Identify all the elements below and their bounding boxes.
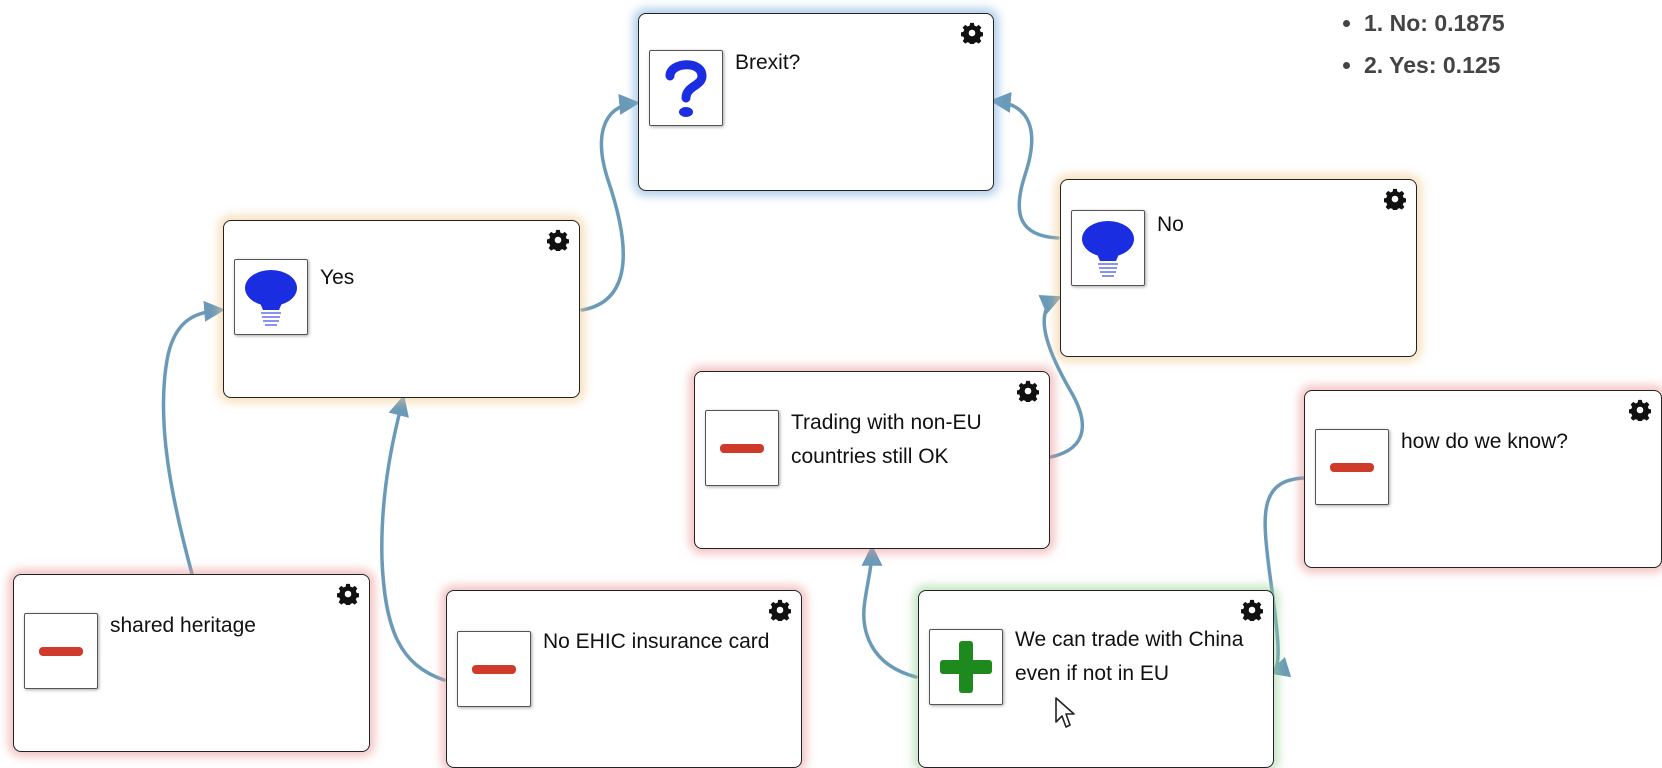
gear-icon[interactable] [547, 229, 569, 251]
lightbulb-icon[interactable] [234, 259, 308, 335]
score-label: No [1389, 10, 1421, 36]
edge-china-to-trading[interactable] [861, 544, 918, 679]
node-no-ehic[interactable]: No EHIC insurance card [446, 590, 802, 768]
node-label: Yes [320, 266, 355, 289]
question-icon[interactable] [649, 50, 723, 126]
score-label: Yes [1389, 52, 1429, 78]
score-item: 2. Yes: 0.125 [1364, 44, 1505, 86]
gear-icon[interactable] [1629, 399, 1651, 421]
edge-shared-heritage-to-yes[interactable] [161, 300, 226, 576]
gear-icon[interactable] [1241, 599, 1263, 621]
node-brexit[interactable]: Brexit? [638, 13, 994, 191]
minus-icon[interactable] [1315, 429, 1389, 505]
node-label: Brexit? [735, 51, 801, 74]
node-shared-heritage[interactable]: shared heritage [13, 574, 370, 752]
node-trade-with-china[interactable]: We can trade with China even if not in E… [918, 590, 1274, 768]
node-label: We can trade with China even if not in E… [1015, 628, 1244, 685]
minus-icon[interactable] [24, 613, 98, 689]
score-rank: 2. [1364, 52, 1384, 78]
score-item: 1. No: 0.1875 [1364, 2, 1505, 44]
node-trading-non-eu[interactable]: Trading with non-EU countries still OK [694, 371, 1050, 549]
gear-icon[interactable] [961, 22, 983, 44]
score-list: 1. No: 0.1875 2. Yes: 0.125 [1338, 2, 1505, 86]
gear-icon[interactable] [1384, 188, 1406, 210]
edge-yes-to-brexit[interactable] [580, 93, 641, 312]
gear-icon[interactable] [769, 599, 791, 621]
minus-icon[interactable] [705, 410, 779, 486]
score-value: 0.1875 [1434, 10, 1505, 36]
edge-no-to-brexit[interactable] [989, 91, 1060, 240]
gear-icon[interactable] [337, 583, 359, 605]
node-no[interactable]: No [1060, 179, 1417, 357]
lightbulb-icon[interactable] [1071, 210, 1145, 286]
node-label: No EHIC insurance card [543, 630, 770, 653]
score-value: 0.125 [1442, 52, 1501, 78]
node-label: shared heritage [110, 614, 256, 637]
node-yes[interactable]: Yes [223, 220, 580, 398]
node-label: Trading with non-EU countries still OK [791, 411, 982, 468]
node-label: how do we know? [1401, 430, 1568, 453]
minus-icon[interactable] [457, 631, 531, 707]
gear-icon[interactable] [1017, 380, 1039, 402]
mouse-pointer-icon [1055, 697, 1075, 728]
score-rank: 1. [1364, 10, 1384, 36]
node-how-do-we-know[interactable]: how do we know? [1304, 390, 1662, 568]
edge-no-ehic-to-yes[interactable] [380, 394, 446, 682]
plus-icon[interactable] [929, 629, 1003, 705]
node-label: No [1157, 213, 1184, 236]
